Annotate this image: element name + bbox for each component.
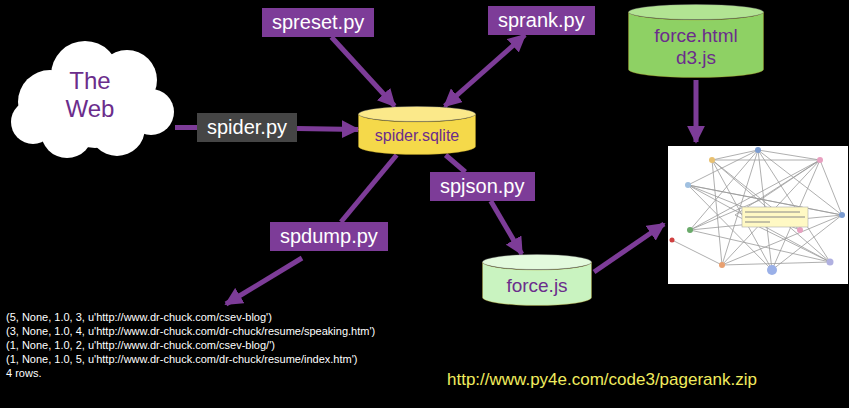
node-label: spider.py <box>207 116 287 139</box>
node-label: force.html d3.js <box>654 25 737 69</box>
output-row: (1, None, 1.0, 5, u'http://www.dr-chuck.… <box>6 352 431 366</box>
file-cylinder: force.html d3.js <box>628 4 764 78</box>
script-box: spider.py <box>197 113 297 142</box>
flow-arrow <box>175 125 197 130</box>
node-label: The Web <box>66 67 115 122</box>
node-label: sprank.py <box>498 9 585 32</box>
node-label: spider.sqlite <box>375 127 460 145</box>
flow-arrow <box>446 155 466 172</box>
node-label: force.js <box>506 275 567 297</box>
flow-arrow <box>341 155 397 222</box>
query-output: (5, None, 1.0, 3, u'http://www.dr-chuck.… <box>6 310 431 380</box>
flow-arrow <box>331 37 394 106</box>
script-box: spdump.py <box>270 222 388 251</box>
node-label: spdump.py <box>280 225 378 248</box>
script-box: spreset.py <box>262 8 374 37</box>
download-url: http://www.py4e.com/code3/pagerank.zip <box>447 370 757 390</box>
file-cylinder: force.js <box>482 254 592 306</box>
database-cylinder: spider.sqlite <box>358 106 476 155</box>
node-label: spjson.py <box>440 175 525 198</box>
output-row: (1, None, 1.0, 2, u'http://www.dr-chuck.… <box>6 338 431 352</box>
script-box: spjson.py <box>430 172 535 201</box>
node-label: spreset.py <box>272 11 364 34</box>
output-row: 4 rows. <box>6 366 431 380</box>
script-box: sprank.py <box>488 6 595 35</box>
cloud-node: The Web <box>5 30 175 160</box>
flow-arrow <box>297 128 358 129</box>
graph-picture <box>668 146 848 284</box>
flow-arrow <box>445 35 525 106</box>
output-row: (3, None, 1.0, 4, u'http://www.dr-chuck.… <box>6 324 431 338</box>
output-row: (5, None, 1.0, 3, u'http://www.dr-chuck.… <box>6 310 431 324</box>
flow-arrow <box>491 201 522 254</box>
